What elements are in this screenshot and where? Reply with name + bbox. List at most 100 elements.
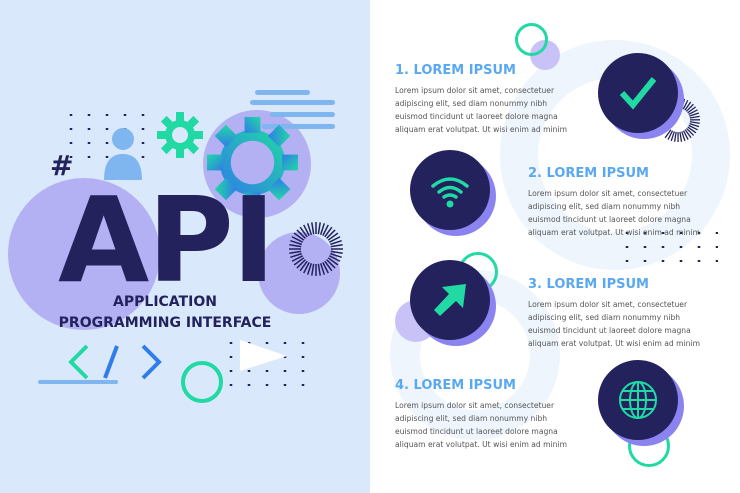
burst-ray	[688, 109, 698, 116]
step-text: Lorem ipsum dolor sit amet, consectetuer…	[395, 86, 567, 134]
burst-ray	[317, 263, 321, 276]
burst-ray	[687, 126, 697, 134]
burst-ray	[679, 98, 682, 109]
decor-line	[250, 100, 335, 105]
burst-ray	[330, 250, 343, 254]
burst-ray	[303, 224, 310, 236]
triangle-shape	[240, 340, 287, 371]
burst-ray	[306, 223, 313, 235]
burst-ray	[684, 129, 692, 139]
burst-ray	[296, 259, 306, 269]
globe-badge	[598, 360, 678, 440]
burst-icon	[664, 98, 701, 143]
burst-ray	[311, 263, 315, 276]
burst-ray	[303, 262, 310, 274]
step-text: Lorem ipsum dolor sit amet, consectetuer…	[528, 300, 700, 348]
checkmark-badge	[598, 53, 678, 133]
burst-ray	[291, 255, 303, 262]
wifi-badge	[410, 150, 490, 230]
burst-ray	[327, 257, 339, 266]
burst-ray	[324, 226, 333, 238]
left-panel: # API APPLICATION PROGRAMMING INTERFACE	[0, 0, 370, 493]
decor-line	[38, 380, 118, 384]
burst-ray	[689, 121, 700, 124]
wifi-icon	[431, 177, 469, 208]
burst-ray	[670, 131, 675, 142]
burst-ray	[680, 98, 686, 109]
burst-ray	[682, 130, 689, 140]
burst-ray	[326, 229, 336, 239]
ring-shape	[181, 361, 223, 403]
decor-circle	[8, 178, 160, 330]
burst-ray	[682, 99, 689, 110]
globe-icon	[619, 381, 657, 419]
burst-ray	[319, 223, 326, 235]
step-3: 3. LOREM IPSUM Lorem ipsum dolor sit amet…	[528, 277, 703, 350]
step-4: 4. LOREM IPSUM Lorem ipsum dolor sit amet…	[395, 378, 570, 451]
burst-ray	[293, 257, 305, 266]
burst-ray	[330, 252, 342, 259]
subtitle-line-2: PROGRAMMING INTERFACE	[58, 315, 272, 331]
burst-ray	[291, 236, 303, 243]
burst-ray	[667, 130, 674, 140]
burst-ray	[289, 244, 302, 248]
burst-ray	[327, 232, 339, 241]
burst-ray	[685, 103, 694, 112]
burst-ray	[296, 229, 306, 239]
step-title: 1. LOREM IPSUM	[395, 63, 516, 78]
burst-ray	[290, 239, 302, 246]
decor-line	[255, 90, 310, 95]
burst-ray	[317, 222, 321, 235]
burst-ray	[664, 129, 672, 139]
burst-ray	[686, 127, 695, 136]
burst-ray	[329, 255, 341, 262]
burst-icon	[289, 222, 343, 276]
burst-ray	[687, 106, 697, 114]
burst-ray	[306, 263, 313, 275]
code-brackets-icon	[68, 344, 162, 380]
hash-symbol: #	[50, 149, 74, 182]
burst-ray	[293, 232, 305, 241]
burst-ray	[689, 115, 700, 119]
burst-ray	[322, 262, 329, 274]
burst-ray	[324, 260, 333, 272]
ring-shape	[515, 23, 548, 56]
burst-ray	[679, 131, 683, 142]
burst-ray	[688, 124, 698, 131]
burst-ray	[289, 250, 302, 254]
burst-ray	[290, 252, 302, 259]
burst-ray	[689, 123, 700, 128]
user-icon	[104, 128, 142, 180]
decor-line	[262, 124, 335, 129]
arrow-icon	[434, 284, 466, 316]
burst-ray	[319, 263, 326, 275]
burst-ray	[684, 101, 692, 111]
small-gear-icon	[157, 112, 203, 158]
step-title: 4. LOREM IPSUM	[395, 378, 516, 393]
burst-ray	[681, 131, 686, 142]
dot-grid	[62, 108, 157, 158]
decor-line	[270, 112, 335, 117]
right-panel: 1. LOREM IPSUM Lorem ipsum dolor sit amet…	[370, 0, 740, 493]
step-title: 2. LOREM IPSUM	[528, 166, 649, 181]
dot-grid	[618, 226, 718, 271]
step-title: 3. LOREM IPSUM	[528, 277, 649, 292]
checkmark-icon	[619, 77, 657, 110]
burst-ray	[330, 239, 342, 246]
burst-ray	[311, 222, 315, 235]
dot-grid	[222, 336, 317, 388]
large-gear-icon	[206, 116, 299, 209]
step-text: Lorem ipsum dolor sit amet, consectetuer…	[395, 401, 567, 449]
step-1: 1. LOREM IPSUM Lorem ipsum dolor sit amet…	[395, 63, 570, 136]
burst-ray	[322, 224, 329, 236]
subtitle-line-1: APPLICATION	[113, 294, 217, 310]
burst-ray	[299, 260, 308, 272]
step-text: Lorem ipsum dolor sit amet, consectetuer…	[528, 189, 700, 237]
burst-ray	[326, 259, 336, 269]
burst-ray	[299, 226, 308, 238]
burst-ray	[673, 131, 677, 142]
burst-ray	[689, 112, 700, 117]
arrow-badge	[410, 260, 490, 340]
step-2: 2. LOREM IPSUM Lorem ipsum dolor sit amet…	[528, 166, 703, 239]
api-title: API	[58, 171, 276, 309]
